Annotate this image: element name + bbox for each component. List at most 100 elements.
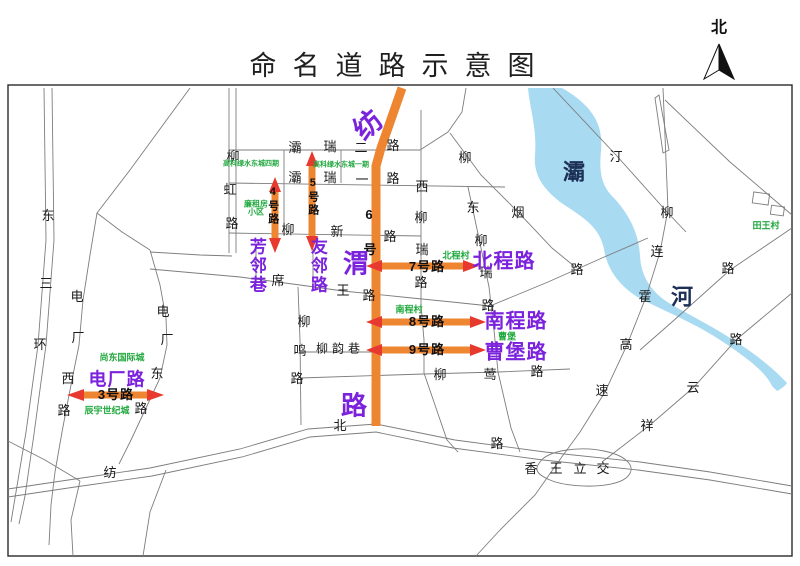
rl-barui1-3: 一 <box>355 172 369 188</box>
rl-xiwang-2: 王 <box>336 283 350 299</box>
rl-liuying-2: 莺 <box>483 367 497 383</box>
road-liuxin <box>228 232 422 237</box>
rl-liuying-3: 路 <box>530 364 544 380</box>
map-shape <box>475 457 562 557</box>
river-name-2: 河 <box>670 284 694 310</box>
new-fangweilu-2: 渭 <box>342 248 370 279</box>
rl-dcx-4: 路 <box>57 403 71 419</box>
map-shape <box>639 227 793 351</box>
dist-shangdong: 尚东国际城 <box>99 352 145 363</box>
rl-xiwang-3: 路 <box>362 288 376 304</box>
map-shape <box>149 251 233 257</box>
old-3haolu: 3号路 <box>97 387 135 403</box>
road-dianchang-xi <box>48 212 98 546</box>
rl-lu-a: 路 <box>721 261 735 277</box>
new-beichenglu: 北程路 <box>472 250 536 273</box>
map-frame <box>7 84 793 557</box>
rl-lianhuo-2: 霍 <box>638 289 652 305</box>
map-shape <box>489 237 649 307</box>
old-5haolu: 5号路 <box>306 177 319 217</box>
rl-xiangyun-2: 云 <box>686 380 700 396</box>
road-liuming <box>297 286 302 426</box>
road-lianhuo <box>560 87 669 459</box>
compass-label: 北 <box>710 19 728 37</box>
rl-barui2-2: 瑞 <box>323 139 337 155</box>
rl-lu-b: 路 <box>570 262 584 278</box>
road-grid-east <box>467 186 499 373</box>
rl-xiangyun-1: 路 <box>729 332 743 348</box>
old-8haolu: 8号路 <box>408 314 446 330</box>
map-shape <box>366 344 382 356</box>
new-dianchanglu: 电厂路 <box>88 369 146 390</box>
old-7haolu: 7号路 <box>408 259 446 275</box>
rl-liuxin-3: 路 <box>383 229 397 245</box>
rl-liuying-1: 柳 <box>433 367 447 383</box>
old-6haolu-1: 6 <box>365 207 373 223</box>
rl-liuhong-2: 虹 <box>223 182 237 198</box>
rl-barui1-1: 灞 <box>288 170 302 186</box>
rl-liuming-2: 鸣 <box>293 343 307 359</box>
map-shape <box>470 344 486 356</box>
north-arrow-right <box>718 43 736 81</box>
rl-fangbei-1: 纺 <box>103 465 117 481</box>
rl-xwlj-4: 交 <box>596 461 610 477</box>
map-shape <box>96 87 191 214</box>
map-shape <box>654 94 670 154</box>
new-youlinlu: 友邻路 <box>307 237 327 295</box>
rl-gridw-3: 瑞 <box>415 242 429 258</box>
rl-xiangyun-3: 祥 <box>640 418 654 434</box>
map-shape <box>449 132 575 267</box>
map-shape <box>269 238 281 253</box>
new-fangweilu-3: 路 <box>340 390 368 421</box>
rl-gride-1: 东 <box>466 200 480 216</box>
rl-liuhong-1: 柳 <box>226 149 240 165</box>
map-shape <box>70 480 81 557</box>
road-tingliu <box>552 87 687 233</box>
dist-nanchengcun: 南程村 <box>395 304 423 315</box>
rl-gridw-1: 西 <box>415 179 429 195</box>
rl-dcd-2: 厂 <box>160 332 174 348</box>
map-shape <box>7 440 81 482</box>
map-shape <box>147 389 164 401</box>
rl-lianhuo-1: 连 <box>650 244 664 260</box>
rl-xwlj-3: 立 <box>573 461 587 477</box>
rl-liuxin-1: 柳 <box>281 222 295 238</box>
rl-xiwang-1: 席 <box>271 273 285 289</box>
rl-liuming-3: 路 <box>290 371 304 387</box>
dist-caobao: 曹堡 <box>497 331 517 342</box>
new-nanchenglu: 南程路 <box>484 310 548 333</box>
rl-dongsanhuan-1: 东 <box>41 208 55 224</box>
rl-fangbei-3: 路 <box>490 436 504 452</box>
road-fangbei-s <box>7 431 793 498</box>
map-shape <box>366 260 382 272</box>
rl-dcx-3: 西 <box>61 371 75 387</box>
old-6haolu-2: 号 <box>363 242 377 258</box>
rl-barui1-2: 瑞 <box>323 170 337 186</box>
road-dianchang-dong <box>118 249 168 465</box>
interchange-loop <box>536 448 632 487</box>
map-shape <box>419 87 467 151</box>
rl-tingliu-1: 汀 <box>609 149 623 165</box>
rl-gride-2: 柳 <box>474 233 488 249</box>
rl-tingliu-2: 柳 <box>660 205 674 221</box>
map-shape <box>67 389 84 401</box>
rl-dcx-1: 电 <box>70 289 84 305</box>
rl-liuyan-1: 柳 <box>458 150 472 166</box>
road-xiangyun <box>601 292 793 463</box>
rl-gride-4: 路 <box>481 298 495 314</box>
rl-barui1-4: 路 <box>386 171 400 187</box>
page-title: 命名道路示意图 <box>249 51 551 81</box>
rl-dcd-4: 路 <box>134 401 148 417</box>
map-shape <box>269 177 281 192</box>
road-dongsanhuan-e <box>18 87 55 525</box>
map-shape <box>366 316 382 328</box>
rl-gridw-2: 柳 <box>414 210 428 226</box>
rl-barui2-3: 二 <box>354 140 368 156</box>
rl-liuyan-2: 烟 <box>511 205 525 221</box>
old-9haolu: 9号路 <box>408 342 446 358</box>
rl-lianhuo-3: 高 <box>619 337 633 353</box>
map-shape <box>96 212 151 251</box>
